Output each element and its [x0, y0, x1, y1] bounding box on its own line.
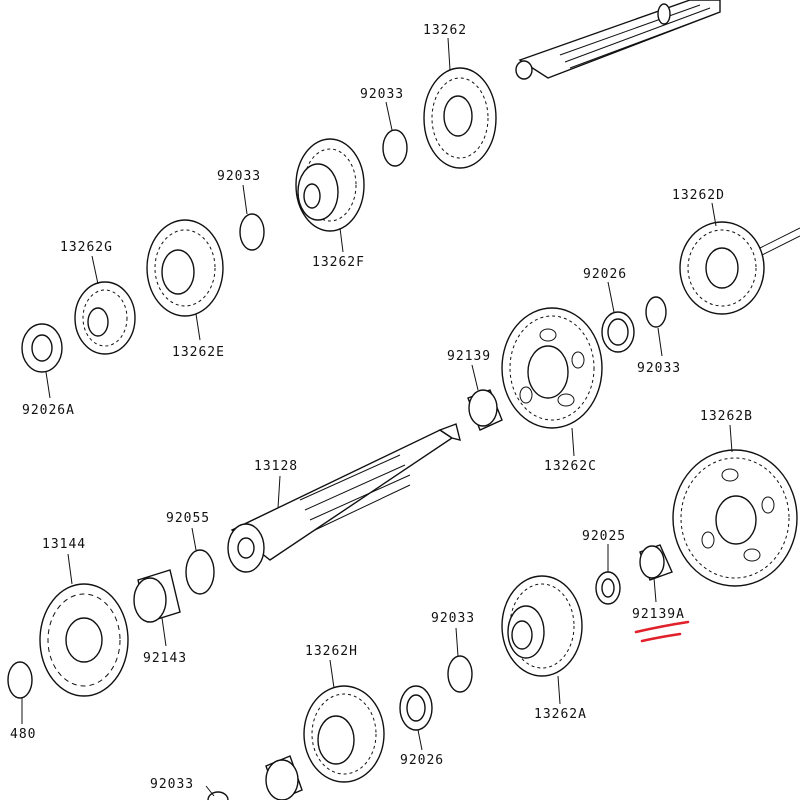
washer-92026A — [21, 323, 63, 373]
label-92033-bottom-left: 92033 — [150, 777, 194, 792]
washer-92026-bottom — [399, 685, 433, 731]
label-92139: 92139 — [447, 349, 491, 364]
bushing-92139A — [639, 544, 673, 581]
label-13262F: 13262F — [312, 255, 365, 270]
label-13262E: 13262E — [172, 345, 225, 360]
label-13262D: 13262D — [672, 188, 725, 203]
label-13262H: 13262H — [305, 644, 358, 659]
sprocket-13144 — [39, 583, 129, 697]
highlight-underline — [634, 620, 690, 643]
label-13144: 13144 — [42, 537, 86, 552]
gear-13262F — [295, 138, 365, 232]
label-92025: 92025 — [582, 529, 626, 544]
circlip-92033-bottom-left — [207, 791, 229, 800]
needle-bearing-bottom — [265, 755, 303, 800]
gear-13262D — [679, 221, 800, 315]
gear-13262C — [501, 307, 603, 429]
label-92143: 92143 — [143, 651, 187, 666]
circlip-92033-b — [239, 213, 265, 251]
part-labels: 13262 92033 92033 13262F 13262G 13262E 9… — [10, 23, 753, 792]
label-480: 480 — [10, 727, 36, 742]
top-shaft — [515, 0, 721, 80]
label-13262A: 13262A — [534, 707, 587, 722]
label-13262C: 13262C — [544, 459, 597, 474]
label-92026A: 92026A — [22, 403, 75, 418]
label-92026-bottom: 92026 — [400, 753, 444, 768]
collar-92143 — [133, 569, 181, 623]
gear-13262A — [501, 575, 583, 677]
label-92033-middle: 92033 — [431, 611, 475, 626]
circlip-92033-middle — [447, 655, 473, 693]
circlip-92033-top — [382, 129, 408, 167]
leader-lines — [21, 37, 733, 797]
gear-13262B — [672, 449, 798, 587]
gear-13262E — [146, 219, 224, 317]
washer-92026-right — [601, 311, 635, 353]
label-92139A: 92139A — [632, 607, 685, 622]
circlip-480 — [7, 661, 33, 699]
label-92033-b: 92033 — [217, 169, 261, 184]
gear-13262G — [74, 281, 136, 355]
gear-13262H — [303, 685, 385, 783]
label-13262B: 13262B — [700, 409, 753, 424]
label-92033-right: 92033 — [637, 361, 681, 376]
label-13262G: 13262G — [60, 240, 113, 255]
label-92033-top: 92033 — [360, 87, 404, 102]
label-92055: 92055 — [166, 511, 210, 526]
shaft-13128 — [227, 423, 461, 573]
bushing-92139 — [467, 389, 503, 431]
label-92026-right: 92026 — [583, 267, 627, 282]
gear-13262 — [423, 67, 497, 169]
oring-92055 — [185, 549, 215, 595]
label-13262: 13262 — [423, 23, 467, 38]
circlip-92033-right — [645, 296, 667, 328]
label-13128: 13128 — [254, 459, 298, 474]
washer-92025 — [595, 571, 621, 605]
